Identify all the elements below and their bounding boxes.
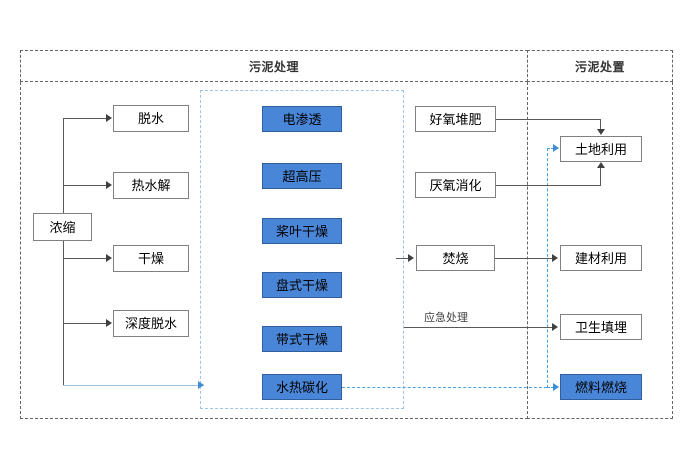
connector-digestion-to-landuse-h: [496, 185, 601, 186]
cyan-flow-to-land-use: [547, 148, 558, 149]
node-thermal-hydrolysis[interactable]: 热水解: [113, 172, 189, 199]
connector-to-incineration: [396, 258, 410, 259]
node-electro-osmosis[interactable]: 电渗透: [262, 106, 342, 132]
connector-spine-upper: [63, 118, 64, 213]
connector-to-dewatering: [63, 118, 107, 119]
node-building-material-use[interactable]: 建材利用: [560, 245, 642, 271]
node-ultra-high-pressure[interactable]: 超高压: [262, 163, 342, 189]
node-dewatering[interactable]: 脱水: [113, 105, 189, 132]
node-concentration[interactable]: 浓缩: [33, 213, 92, 241]
technology-group-box: [200, 90, 404, 409]
panel-header-disposal: 污泥处置: [527, 50, 673, 82]
connector-to-thermal-hydrolysis: [63, 185, 107, 186]
node-sanitary-landfill[interactable]: 卫生填埋: [560, 314, 642, 340]
edge-label-emergency: 应急处理: [424, 312, 468, 324]
arrowhead-to-dewatering: [106, 114, 112, 122]
arrowhead-to-thermal-hydrolysis: [106, 181, 112, 189]
connector-compost-to-landuse-v: [600, 119, 601, 130]
arrowhead-to-drying: [106, 254, 112, 262]
connector-to-drying: [63, 258, 107, 259]
arrowhead-incineration-to-building: [552, 254, 558, 262]
node-anaerobic-digestion[interactable]: 厌氧消化: [415, 172, 496, 198]
arrowhead-feed-to-technologies: [198, 381, 204, 389]
panel-title-treatment: 污泥处理: [248, 59, 299, 74]
node-aerobic-composting[interactable]: 好氧堆肥: [415, 106, 496, 132]
node-incineration[interactable]: 焚烧: [416, 245, 495, 271]
cyan-flow-to-fuel-combustion: [547, 387, 558, 388]
node-fuel-combustion[interactable]: 燃料燃烧: [560, 374, 642, 400]
connector-spine-lower: [63, 241, 64, 385]
arrowhead-to-deep-dewatering: [106, 319, 112, 327]
arrowhead-emergency-to-landfill: [552, 323, 558, 331]
arrowhead-digestion-to-landuse: [597, 162, 605, 168]
connector-feed-to-technologies: [63, 385, 204, 386]
panel-title-disposal: 污泥处置: [574, 59, 625, 74]
node-land-use[interactable]: 土地利用: [560, 136, 642, 162]
arrowhead-cyan-to-fuel-combustion: [553, 383, 559, 391]
node-belt-drying[interactable]: 带式干燥: [262, 326, 342, 352]
connector-digestion-to-landuse-v: [600, 168, 601, 186]
connector-emergency-to-landfill: [404, 327, 554, 328]
panel-body-disposal: [527, 82, 673, 419]
arrowhead-compost-to-landuse: [597, 129, 605, 135]
connector-to-deep-dewatering: [63, 323, 107, 324]
node-deep-dewatering[interactable]: 深度脱水: [113, 310, 189, 337]
arrowhead-to-incineration: [408, 254, 414, 262]
connector-compost-to-landuse-h: [496, 119, 601, 120]
node-paddle-drying[interactable]: 桨叶干燥: [262, 218, 342, 244]
connector-incineration-to-building: [495, 258, 554, 259]
node-drying[interactable]: 干燥: [113, 245, 189, 272]
arrowhead-cyan-to-land-use: [553, 144, 559, 152]
panel-header-treatment: 污泥处理: [20, 50, 528, 82]
cyan-flow-from-hydrothermal: [342, 387, 547, 388]
node-hydrothermal-carbonization[interactable]: 水热碳化: [262, 374, 342, 400]
node-disc-drying[interactable]: 盘式干燥: [262, 272, 342, 298]
cyan-flow-vertical: [547, 148, 548, 388]
